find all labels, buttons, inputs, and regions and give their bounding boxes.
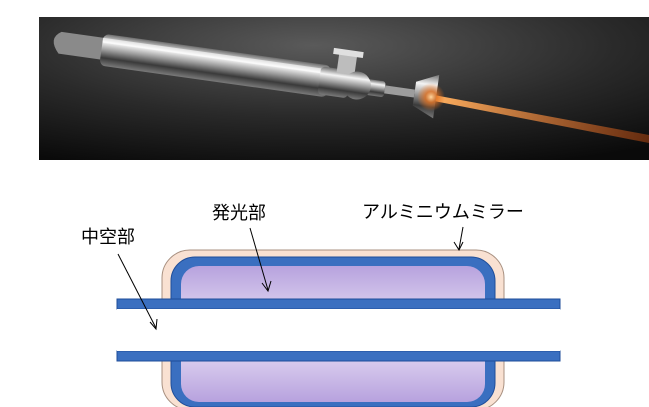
hollow-arrowhead bbox=[149, 318, 158, 331]
mirror-leader bbox=[458, 226, 464, 250]
hollow-label: 中空部 bbox=[81, 227, 135, 248]
aluminum-mirror-label: アルミニウムミラー bbox=[362, 202, 524, 223]
hollow-region bbox=[117, 309, 560, 351]
light-emitting-arrowhead bbox=[261, 280, 272, 293]
inner-tube-top-wall bbox=[116, 298, 561, 310]
light-emitting-leader bbox=[249, 227, 269, 291]
inner-tube-bottom-wall bbox=[116, 350, 561, 362]
light-emitting-label: 発光部 bbox=[212, 203, 266, 224]
hollow-leader bbox=[117, 253, 157, 329]
laser-beam bbox=[434, 95, 649, 143]
lamp-photo bbox=[39, 17, 649, 160]
mirror-arrowhead bbox=[453, 241, 464, 252]
